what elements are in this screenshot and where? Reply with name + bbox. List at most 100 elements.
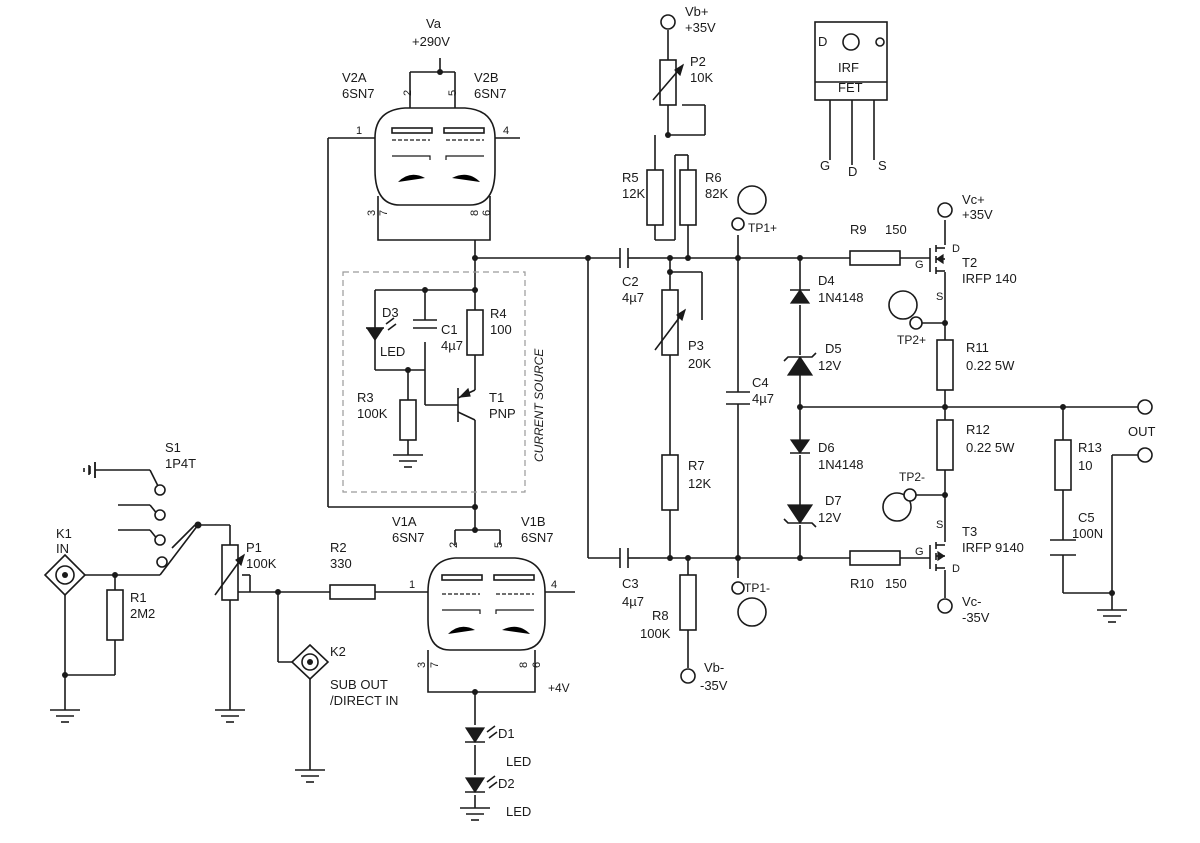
v2-pin-8: 8 — [469, 210, 481, 216]
vb-minus-voltage: -35V — [700, 678, 728, 693]
v2-pin-6: 6 — [481, 210, 493, 216]
tp2-minus-label: TP2- — [899, 470, 925, 484]
resistor-r7 — [661, 454, 679, 511]
t3-type: IRFP 9140 — [962, 540, 1024, 555]
r7-name: R7 — [688, 458, 705, 473]
v2-pin-3: 3 — [366, 210, 378, 216]
fet-pin-s: S — [878, 158, 887, 173]
c3-name: C3 — [622, 576, 639, 591]
v1-pin-5: 5 — [493, 542, 505, 548]
d3-type: LED — [380, 344, 405, 359]
c4-value: 4µ7 — [752, 391, 774, 406]
r2-value: 330 — [330, 556, 352, 571]
v2-pin-5: 5 — [447, 90, 459, 96]
capacitor-c5 — [1050, 539, 1076, 556]
d1-type: LED — [506, 754, 531, 769]
k1-label: IN — [56, 541, 69, 556]
resistor-r2 — [329, 584, 376, 600]
c5-name: C5 — [1078, 510, 1095, 525]
v2-pin-2: 2 — [402, 90, 414, 96]
p1-name: P1 — [246, 540, 262, 555]
r12-value: 0.22 5W — [966, 440, 1015, 455]
c4-name: C4 — [752, 375, 769, 390]
r8-name: R8 — [652, 608, 669, 623]
supply-terminals — [660, 14, 1153, 684]
jack-k2 — [290, 643, 330, 681]
r1-name: R1 — [130, 590, 147, 605]
v1-pin-2: 2 — [448, 542, 460, 548]
r3-name: R3 — [357, 390, 374, 405]
v1b-name: V1B — [521, 514, 546, 529]
t3-pin-d: D — [952, 563, 960, 575]
capacitor-c4 — [726, 391, 750, 405]
fet-pin-d: D — [848, 164, 857, 179]
fet-package-tab-d: D — [818, 34, 827, 49]
t2-pin-d: D — [952, 243, 960, 255]
r10-name: R10 — [850, 576, 874, 591]
jack-k1 — [43, 553, 87, 597]
r6-value: 82K — [705, 186, 728, 201]
t2-pin-s: S — [936, 291, 943, 303]
d2-name: D2 — [498, 776, 515, 791]
led-d1 — [464, 725, 498, 744]
t2-pin-g: G — [915, 259, 924, 271]
p3-name: P3 — [688, 338, 704, 353]
s1-type: 1P4T — [165, 456, 196, 471]
d6-type: 1N4148 — [818, 457, 864, 472]
v2-pin-4: 4 — [503, 125, 509, 137]
vc-plus-label: Vc+ — [962, 192, 985, 207]
resistor-r4 — [466, 309, 484, 356]
ground-symbols — [50, 454, 1127, 821]
resistor-r8 — [679, 574, 697, 631]
r1-value: 2M2 — [130, 606, 155, 621]
p3-value: 20K — [688, 356, 711, 371]
r13-name: R13 — [1078, 440, 1102, 455]
t3-name: T3 — [962, 524, 977, 539]
k2-label-1: SUB OUT — [330, 677, 388, 692]
r7-value: 12K — [688, 476, 711, 491]
r12-name: R12 — [966, 422, 990, 437]
v2a-name: V2A — [342, 70, 367, 85]
mosfet-t2 — [929, 245, 945, 274]
c3-value: 4µ7 — [622, 594, 644, 609]
v2-pin-7: 7 — [378, 210, 390, 216]
tp1-plus-label: TP1+ — [748, 221, 777, 235]
r6-name: R6 — [705, 170, 722, 185]
out-label: OUT — [1128, 424, 1156, 439]
vb-minus-label: Vb- — [704, 660, 724, 675]
k1-name: K1 — [56, 526, 72, 541]
d7-value: 12V — [818, 510, 841, 525]
va-label: Va — [426, 16, 442, 31]
r2-name: R2 — [330, 540, 347, 555]
d5-name: D5 — [825, 341, 842, 356]
d2-type: LED — [506, 804, 531, 819]
s1-name: S1 — [165, 440, 181, 455]
r8-value: 100K — [640, 626, 671, 641]
capacitor-c1 — [413, 319, 437, 329]
d5-value: 12V — [818, 358, 841, 373]
r3-value: 100K — [357, 406, 388, 421]
c5-value: 100N — [1072, 526, 1103, 541]
t3-pin-s: S — [936, 519, 943, 531]
led-d3 — [365, 317, 397, 342]
r11-name: R11 — [966, 340, 989, 355]
resistor-r9 — [849, 250, 901, 266]
k2-label-2: /DIRECT IN — [330, 693, 398, 708]
t2-name: T2 — [962, 255, 977, 270]
wiring — [64, 30, 1145, 808]
v2b-type: 6SN7 — [474, 86, 507, 101]
t2-type: IRFP 140 — [962, 271, 1017, 286]
v1b-type: 6SN7 — [521, 530, 554, 545]
v1-pin-8: 8 — [518, 662, 530, 668]
r9-name: R9 — [850, 222, 867, 237]
c2-name: C2 — [622, 274, 639, 289]
c2-value: 4µ7 — [622, 290, 644, 305]
capacitor-c2 — [619, 248, 640, 268]
current-source-label: CURRENT SOURCE — [532, 348, 546, 462]
v1-pin-1: 1 — [409, 579, 415, 591]
k2-name: K2 — [330, 644, 346, 659]
vb-plus-label: Vb+ — [685, 4, 709, 19]
v1-pin-3: 3 — [416, 662, 428, 668]
v2-pin-1: 1 — [356, 125, 362, 137]
